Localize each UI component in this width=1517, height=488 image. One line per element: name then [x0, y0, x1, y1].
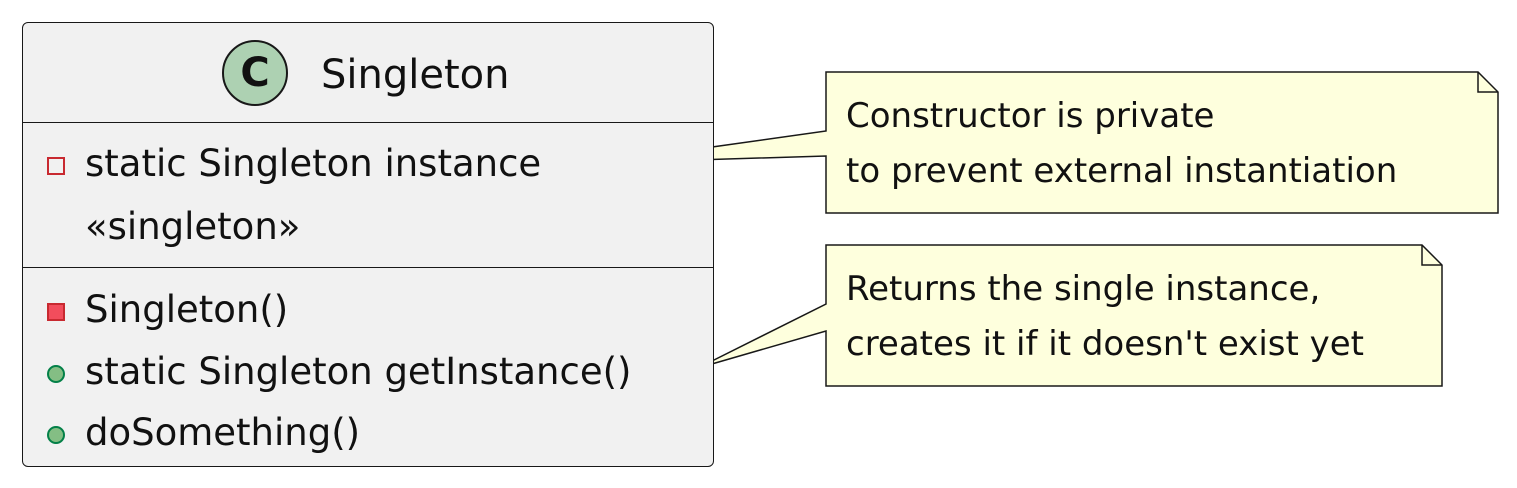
- method-text: static Singleton getInstance(): [85, 350, 632, 393]
- note-constructor-line-2: to prevent external instantiation: [846, 151, 1398, 191]
- field-row-stereotype: «singleton»: [23, 198, 713, 258]
- fields-methods-divider: [23, 267, 713, 268]
- note-getinstance-line-1: Returns the single instance,: [846, 269, 1321, 309]
- method-row-getinstance: static Singleton getInstance(): [23, 343, 713, 403]
- method-text: Singleton(): [85, 288, 289, 331]
- method-row-constructor: Singleton(): [23, 281, 713, 341]
- note-constructor-line-1: Constructor is private: [846, 96, 1215, 136]
- note-constructor-shape: [597, 71, 1499, 214]
- class-box-singleton: C Singleton static Singleton instance «s…: [22, 22, 714, 467]
- note-getinstance-fold: [1421, 245, 1442, 266]
- class-name: Singleton: [321, 52, 510, 98]
- class-header: C Singleton: [23, 23, 713, 122]
- public-method-icon: [47, 426, 65, 444]
- field-text: static Singleton instance: [85, 142, 542, 185]
- method-text: doSomething(): [85, 411, 361, 454]
- header-divider: [23, 122, 713, 123]
- note-constructor-fold: [1477, 72, 1498, 93]
- note-getinstance-shape: [697, 244, 1443, 387]
- method-row-dosomething: doSomething(): [23, 404, 713, 464]
- note-getinstance-line-2: creates it if it doesn't exist yet: [846, 324, 1365, 364]
- field-row-instance: static Singleton instance: [23, 135, 713, 195]
- private-field-icon: [47, 157, 65, 175]
- class-type-icon: C: [222, 40, 288, 106]
- stereotype-text: «singleton»: [85, 205, 301, 248]
- private-method-icon: [47, 303, 65, 321]
- public-method-icon: [47, 365, 65, 383]
